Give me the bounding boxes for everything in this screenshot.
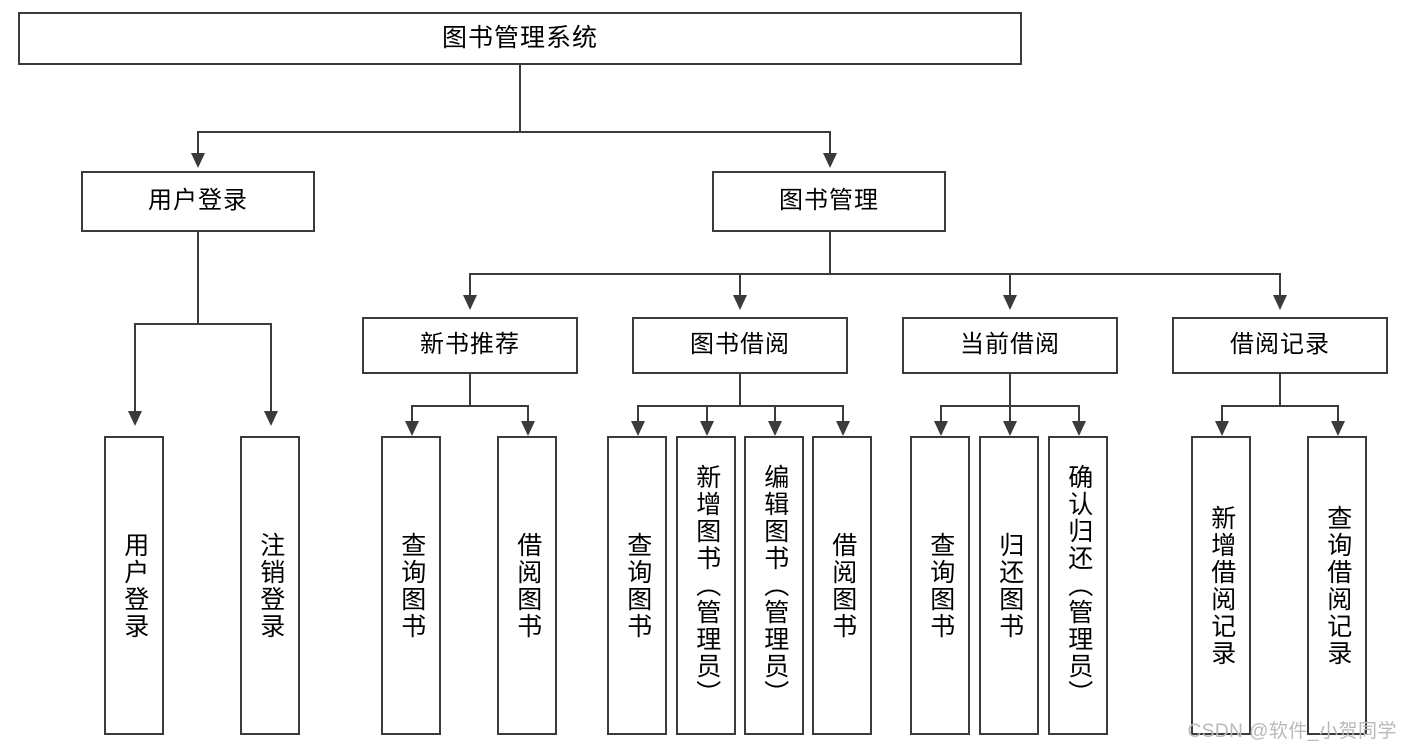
connector-drop-bb-leaf-4 — [842, 405, 844, 423]
connector-drop-leaf-logout — [270, 323, 272, 413]
connector-drop-book-borrow — [739, 273, 741, 297]
leaf-add-book-admin[interactable]: 新增图书（管理员） — [676, 436, 736, 735]
connector-drop-book-management — [829, 131, 831, 155]
connector-new-book-bus — [411, 405, 528, 407]
node-user-login[interactable]: 用户登录 — [81, 171, 315, 232]
arrow-br-leaf-1 — [1215, 421, 1229, 436]
connector-drop-user-login — [197, 131, 199, 155]
arrow-current-borrow — [1003, 295, 1017, 310]
arrow-borrow-record — [1273, 295, 1287, 310]
arrow-bb-leaf-2 — [700, 421, 714, 436]
leaf-query-borrow-record[interactable]: 查询借阅记录 — [1307, 436, 1367, 735]
arrow-cb-leaf-3 — [1072, 421, 1086, 436]
connector-drop-nb-leaf-1 — [411, 405, 413, 423]
connector-user-login-bus — [134, 323, 271, 325]
connector-level3-bus — [469, 273, 1280, 275]
connector-drop-bb-leaf-2 — [706, 405, 708, 423]
leaf-return-book[interactable]: 归还图书 — [979, 436, 1039, 735]
leaf-borrow-book[interactable]: 借阅图书 — [812, 436, 872, 735]
connector-drop-bb-leaf-1 — [637, 405, 639, 423]
arrow-nb-leaf-2 — [521, 421, 535, 436]
node-label: 查询图书 — [926, 531, 955, 640]
arrow-bb-leaf-1 — [631, 421, 645, 436]
connector-book-borrow-bus — [637, 405, 843, 407]
connector-root-stem — [519, 65, 521, 132]
leaf-query-book-recommend[interactable]: 查询图书 — [381, 436, 441, 735]
leaf-query-book-current[interactable]: 查询图书 — [910, 436, 970, 735]
arrow-bb-leaf-3 — [768, 421, 782, 436]
node-label: 用户登录 — [148, 187, 248, 215]
arrow-br-leaf-2 — [1331, 421, 1345, 436]
connector-new-book-stem — [469, 374, 471, 406]
leaf-user-login[interactable]: 用户登录 — [104, 436, 164, 735]
node-label: 新书推荐 — [420, 331, 520, 359]
node-label: 借阅图书 — [513, 531, 542, 640]
arrow-book-borrow — [733, 295, 747, 310]
connector-drop-cb-leaf-2 — [1009, 405, 1011, 423]
arrow-nb-leaf-1 — [405, 421, 419, 436]
node-label: 新增图书（管理员） — [692, 464, 721, 707]
node-label: 图书管理 — [779, 187, 879, 215]
connector-drop-cb-leaf-3 — [1078, 405, 1080, 423]
arrow-cb-leaf-2 — [1003, 421, 1017, 436]
node-label: 查询图书 — [397, 531, 426, 640]
connector-drop-br-leaf-1 — [1221, 405, 1223, 423]
connector-book-borrow-stem — [739, 374, 741, 406]
node-label: 查询借阅记录 — [1323, 504, 1352, 667]
node-borrow-record[interactable]: 借阅记录 — [1172, 317, 1388, 374]
connector-drop-leaf-user-login — [134, 323, 136, 413]
node-label: 归还图书 — [995, 531, 1024, 640]
node-new-book-recommend[interactable]: 新书推荐 — [362, 317, 578, 374]
connector-drop-borrow-record — [1279, 273, 1281, 297]
connector-drop-new-book — [469, 273, 471, 297]
node-label: 确认归还（管理员） — [1064, 464, 1093, 707]
connector-level2-bus — [197, 131, 831, 133]
node-label: 查询图书 — [623, 531, 652, 640]
arrow-leaf-user-login — [128, 411, 142, 426]
connector-drop-current-borrow — [1009, 273, 1011, 297]
leaf-confirm-return-admin[interactable]: 确认归还（管理员） — [1048, 436, 1108, 735]
leaf-logout[interactable]: 注销登录 — [240, 436, 300, 735]
leaf-borrow-book-recommend[interactable]: 借阅图书 — [497, 436, 557, 735]
connector-drop-br-leaf-2 — [1337, 405, 1339, 423]
arrow-bb-leaf-4 — [836, 421, 850, 436]
connector-drop-bb-leaf-3 — [774, 405, 776, 423]
node-label: 当前借阅 — [960, 331, 1060, 359]
connector-book-management-stem — [829, 232, 831, 274]
leaf-query-book-borrow[interactable]: 查询图书 — [607, 436, 667, 735]
node-book-management[interactable]: 图书管理 — [712, 171, 946, 232]
connector-current-borrow-stem — [1009, 374, 1011, 406]
node-current-borrow[interactable]: 当前借阅 — [902, 317, 1118, 374]
node-label: 用户登录 — [120, 531, 149, 640]
leaf-edit-book-admin[interactable]: 编辑图书（管理员） — [744, 436, 804, 735]
arrow-leaf-logout — [264, 411, 278, 426]
arrow-book-management — [823, 153, 837, 168]
node-label: 编辑图书（管理员） — [760, 464, 789, 707]
connector-borrow-record-bus — [1221, 405, 1338, 407]
node-label: 借阅记录 — [1230, 331, 1330, 359]
node-book-borrow[interactable]: 图书借阅 — [632, 317, 848, 374]
connector-drop-nb-leaf-2 — [527, 405, 529, 423]
connector-user-login-stem — [197, 232, 199, 324]
connector-borrow-record-stem — [1279, 374, 1281, 406]
arrow-new-book-recommend — [463, 295, 477, 310]
node-root-book-management-system[interactable]: 图书管理系统 — [18, 12, 1022, 65]
node-label: 新增借阅记录 — [1207, 504, 1236, 667]
leaf-add-borrow-record[interactable]: 新增借阅记录 — [1191, 436, 1251, 735]
node-label: 借阅图书 — [828, 531, 857, 640]
node-label: 图书管理系统 — [441, 23, 598, 52]
arrow-user-login — [191, 153, 205, 168]
node-label: 注销登录 — [256, 531, 285, 640]
connector-drop-cb-leaf-1 — [940, 405, 942, 423]
arrow-cb-leaf-1 — [934, 421, 948, 436]
node-label: 图书借阅 — [690, 331, 790, 359]
